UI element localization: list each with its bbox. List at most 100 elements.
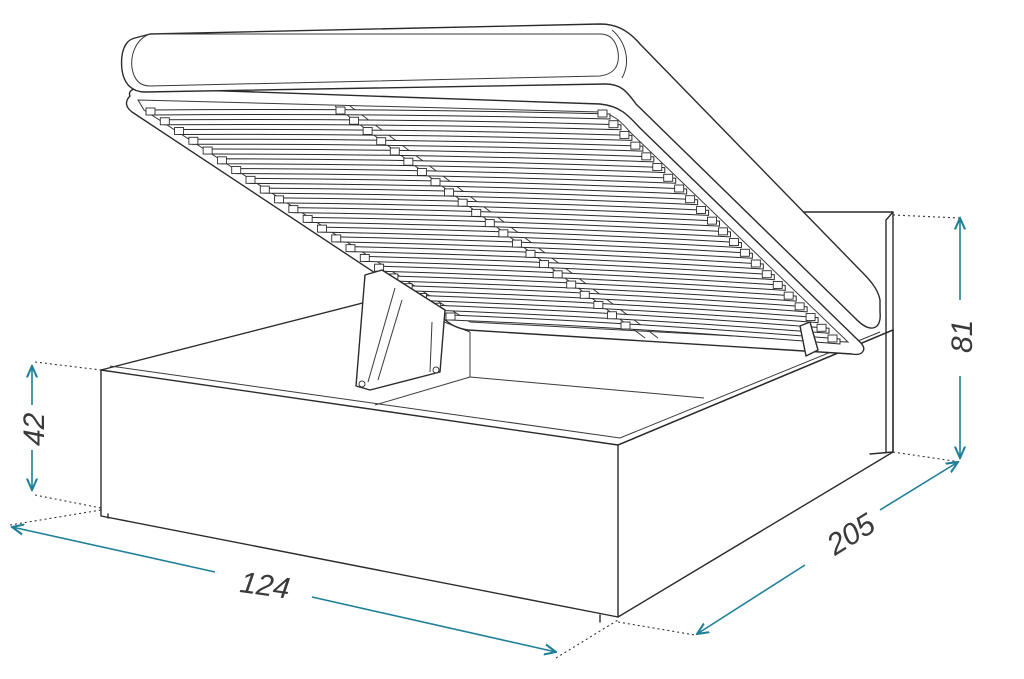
slat-holder <box>783 291 794 300</box>
slat-holder <box>685 195 696 204</box>
slat-holder <box>362 127 373 135</box>
slat-holder <box>389 147 400 156</box>
bed-frame <box>100 297 894 623</box>
slat-holder <box>707 216 717 225</box>
gas-lift-right <box>799 321 819 357</box>
dimension-headboard: 81 <box>946 218 979 458</box>
slat-holder <box>430 178 441 187</box>
slat <box>378 265 786 291</box>
slat-holder <box>539 260 550 269</box>
slat-holder <box>816 323 827 332</box>
slat-holder <box>728 238 739 247</box>
dimension-width: 124 <box>12 527 556 652</box>
mattress <box>120 23 881 329</box>
slat-holder <box>619 130 630 139</box>
slat-holder <box>335 106 346 115</box>
slat <box>206 148 655 163</box>
dimension-length: 205 <box>697 462 958 634</box>
slat <box>278 197 710 216</box>
slat-holder <box>231 166 242 175</box>
slatted-base <box>125 87 865 356</box>
slat <box>420 294 819 324</box>
slat <box>249 177 688 195</box>
slat-holder <box>188 136 199 145</box>
slat <box>349 246 764 270</box>
slat <box>292 207 721 227</box>
slat <box>435 304 830 334</box>
slat-holder <box>331 234 342 243</box>
slat-holder <box>772 280 783 289</box>
slat-holder <box>403 157 414 166</box>
slat-holder <box>608 120 619 129</box>
slat <box>306 216 731 238</box>
slat <box>220 158 666 174</box>
slat-holder <box>376 137 387 146</box>
slat-holder <box>827 334 838 343</box>
slat <box>235 168 677 184</box>
slat <box>363 255 775 281</box>
height-label: 42 <box>18 412 51 446</box>
slat-holder <box>525 249 536 258</box>
slat-holder <box>349 116 360 125</box>
extension-lines <box>9 214 961 659</box>
slat-holder <box>718 227 728 236</box>
slat <box>392 275 797 302</box>
headboard-height-label: 81 <box>946 320 979 353</box>
slat-holder <box>471 208 482 217</box>
slat-group <box>145 106 841 345</box>
slat-holder <box>159 117 170 126</box>
slat-holder <box>579 290 590 299</box>
slat-holder <box>416 167 427 176</box>
slat-holder <box>288 205 299 214</box>
slat-holder <box>202 146 213 155</box>
length-label: 205 <box>820 507 881 562</box>
slat <box>178 128 633 141</box>
slat <box>149 109 611 120</box>
slat-holder <box>652 163 663 172</box>
slat-holder <box>597 109 608 118</box>
slat <box>406 285 808 313</box>
slat <box>320 226 742 249</box>
slat-holder <box>566 280 577 289</box>
slat-holder <box>696 205 707 214</box>
slat-holder <box>674 184 685 193</box>
slat-holder <box>593 301 604 309</box>
slat <box>335 236 753 259</box>
slat <box>192 138 644 152</box>
slat-holder <box>750 259 761 268</box>
slat-holder <box>216 156 227 165</box>
slat <box>449 314 841 345</box>
slat-holder <box>739 248 750 257</box>
slat-holder <box>445 312 456 321</box>
dimension-height: 42 <box>18 366 51 490</box>
slat-holder <box>259 185 270 194</box>
slat-holder <box>174 127 185 135</box>
slat-holder <box>761 270 772 279</box>
gas-lift-left <box>355 269 446 391</box>
slat-holder <box>606 311 617 320</box>
slat-holder <box>359 253 370 262</box>
slat-holder <box>641 152 652 161</box>
slat-holder <box>794 302 805 311</box>
slat-holder <box>302 214 313 223</box>
slat-holder <box>552 270 563 279</box>
slat-holder <box>274 195 285 204</box>
slat-holder <box>457 198 468 207</box>
slat-holder <box>145 107 156 116</box>
slat-holder <box>663 173 674 182</box>
slat-holder <box>511 239 522 248</box>
slat <box>263 187 699 206</box>
slat-holder <box>805 313 816 322</box>
slat-holder <box>245 175 256 184</box>
slat-holder <box>630 141 641 150</box>
slat-holder <box>620 321 631 330</box>
slat-holder <box>345 244 356 253</box>
width-label: 124 <box>238 566 292 606</box>
slat-holder <box>498 229 509 238</box>
slat <box>163 118 622 131</box>
slat-holder <box>444 188 455 197</box>
slat-holder <box>484 219 495 228</box>
slat-holder <box>316 224 327 233</box>
